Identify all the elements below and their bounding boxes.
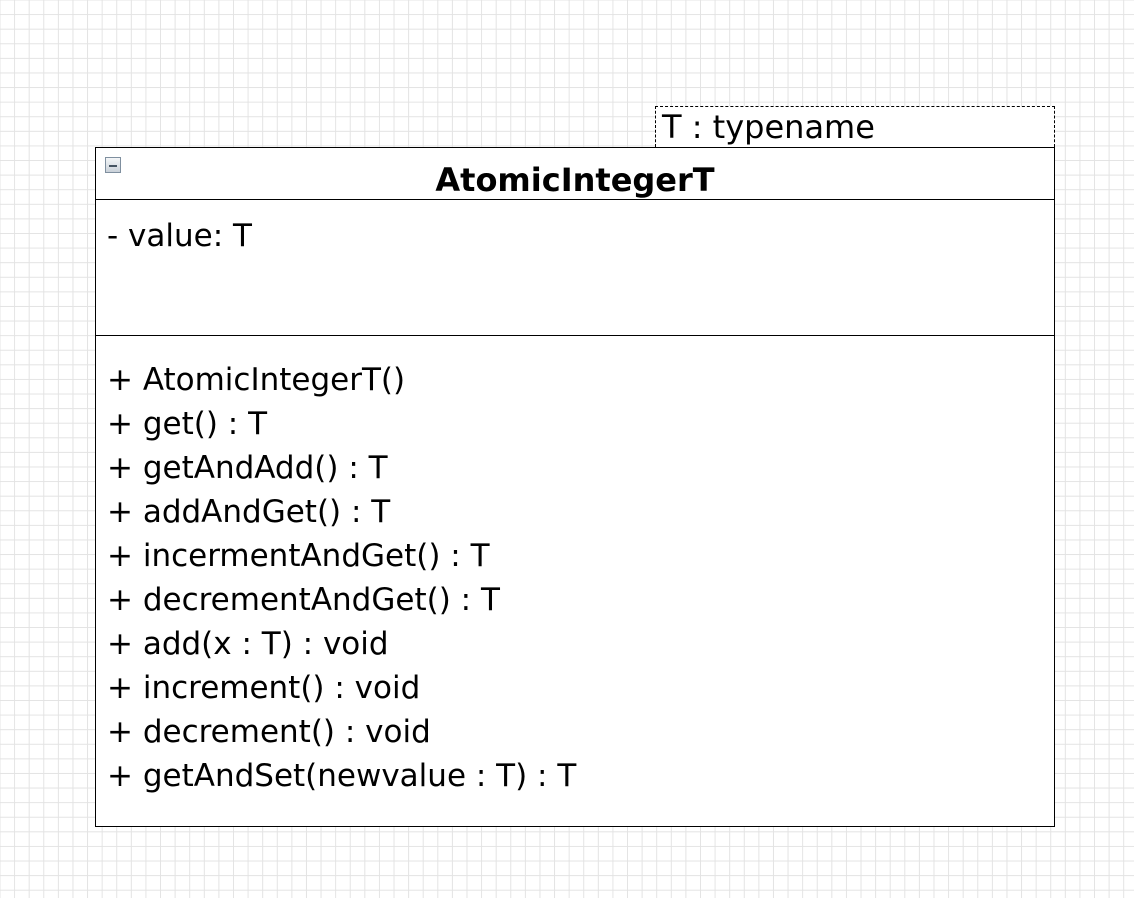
- operation-item[interactable]: + decrement() : void: [107, 714, 431, 750]
- operation-item[interactable]: + get() : T: [107, 406, 268, 442]
- template-parameter-label: T : typename: [662, 108, 875, 146]
- collapse-minus-icon[interactable]: [105, 157, 121, 173]
- operation-item[interactable]: + AtomicIntegerT(): [107, 362, 406, 398]
- operations-list: + AtomicIntegerT() + get() : T + getAndA…: [107, 358, 576, 798]
- attribute-item[interactable]: - value: T: [107, 218, 252, 254]
- operation-item[interactable]: + add(x : T) : void: [107, 626, 389, 662]
- class-name[interactable]: AtomicIntegerT: [435, 161, 715, 199]
- operation-item[interactable]: + incermentAndGet() : T: [107, 538, 490, 574]
- operation-item[interactable]: + decrementAndGet() : T: [107, 582, 500, 618]
- operation-item[interactable]: + addAndGet() : T: [107, 494, 391, 530]
- class-header: AtomicIntegerT: [96, 148, 1054, 200]
- minus-glyph: [109, 164, 117, 167]
- operation-item[interactable]: + getAndSet(newvalue : T) : T: [107, 758, 577, 794]
- operation-item[interactable]: + getAndAdd() : T: [107, 450, 388, 486]
- attributes-compartment: - value: T: [96, 200, 1054, 336]
- template-parameter-box[interactable]: T : typename: [655, 106, 1055, 147]
- operations-compartment: + AtomicIntegerT() + get() : T + getAndA…: [96, 336, 1054, 826]
- uml-class-box[interactable]: AtomicIntegerT - value: T + AtomicIntege…: [95, 147, 1055, 827]
- operation-item[interactable]: + increment() : void: [107, 670, 421, 706]
